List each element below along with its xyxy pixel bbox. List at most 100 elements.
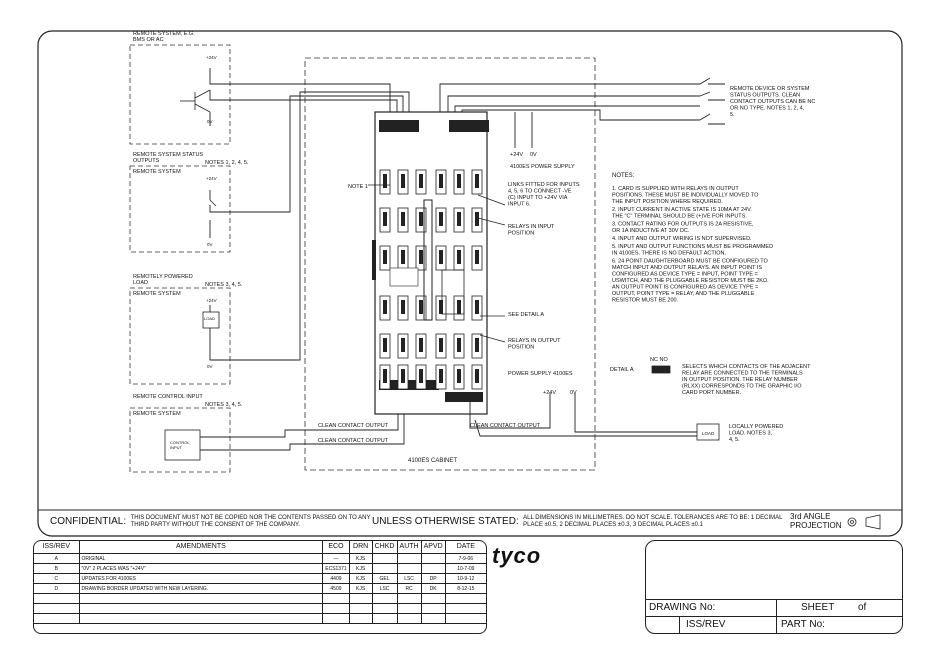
amend-cell (396, 613, 422, 624)
relay-core (383, 212, 387, 226)
leader (479, 334, 506, 343)
ps-top-v0: 0V (530, 152, 537, 158)
amend-cell (348, 613, 373, 624)
amend-header-cell: DATE (444, 541, 486, 554)
amend-cell: 10-9-12 (444, 573, 486, 584)
tb-line (646, 616, 902, 617)
voltage-label: 0V (207, 119, 213, 124)
terminal-block (445, 392, 483, 402)
amend-cell: KJS (348, 553, 373, 564)
confidential-label: CONFIDENTIAL: (50, 516, 127, 527)
switch (699, 113, 711, 121)
amend-cell: RC (396, 583, 422, 594)
amend-cell: KJS (348, 573, 373, 584)
of-label: of (858, 602, 867, 613)
amend-cell (348, 593, 373, 604)
note-item: 1. CARD IS SUPPLIED WITH RELAYS IN OUTPU… (612, 186, 759, 205)
relay-core (457, 212, 461, 226)
remote-section-notes: NOTES 1, 2, 4, 5. (205, 160, 249, 166)
side-connector (372, 240, 376, 280)
amend-cell: — (322, 553, 350, 564)
amend-cell: KJS (348, 583, 373, 594)
remote-box-1 (129, 44, 231, 145)
amend-cell: LSC (396, 573, 422, 584)
leader (477, 217, 506, 226)
clean-contact-1: CLEAN CONTACT OUTPUT (318, 423, 389, 429)
amend-cell (322, 603, 350, 614)
title-block: DRAWING No: SHEET of ISS/REV PART No: (645, 540, 903, 634)
load-box (202, 311, 220, 329)
amend-cell (420, 563, 446, 574)
relay-core (439, 174, 443, 188)
projection-circle (847, 517, 857, 527)
amend-cell (371, 613, 398, 624)
amend-header-cell: APVD (420, 541, 446, 554)
amend-cell (371, 553, 398, 564)
amend-cell (396, 593, 422, 604)
amend-header-cell: AMENDMENTS (78, 541, 324, 554)
amend-cell: KJS (348, 563, 373, 574)
switch (699, 91, 711, 97)
relay-core (419, 250, 423, 264)
amend-header-cell: CHKD (371, 541, 398, 554)
ps-top-label: 4100ES POWER SUPPLY (510, 164, 575, 170)
amend-cell (371, 593, 398, 604)
amend-cell (371, 563, 398, 574)
relay-core (419, 369, 423, 383)
amend-cell: 8-12-15 (444, 583, 486, 594)
wire (447, 95, 700, 112)
unless-label: UNLESS OTHERWISE STATED: (372, 516, 519, 527)
see-detail-label: SEE DETAIL A (508, 312, 544, 318)
wire (209, 91, 410, 361)
iss-rev-label: ISS/REV (686, 619, 726, 630)
relay-core (419, 174, 423, 188)
relay-core (475, 338, 479, 352)
relay-core (419, 212, 423, 226)
drawing-border (37, 30, 903, 537)
relay-core (457, 300, 461, 314)
confidential-block: CONFIDENTIAL: THIS DOCUMENT MUST NOT BE … (50, 515, 376, 534)
amend-cell (322, 593, 350, 604)
amend-cell (396, 563, 422, 574)
component-block (441, 269, 465, 315)
wiring (200, 68, 725, 451)
amend-cell: A (34, 553, 80, 564)
relay-core (475, 250, 479, 264)
wire (200, 414, 405, 451)
switch (699, 77, 711, 85)
wire (469, 393, 551, 429)
load-label: LOAD (702, 431, 715, 436)
relay-core (439, 250, 443, 264)
remote-box-2 (129, 165, 231, 253)
amend-cell: LSC (371, 583, 398, 594)
relay-core (475, 300, 479, 314)
amend-header-cell: DRN (348, 541, 373, 554)
ps-bot-v0: 0V (570, 390, 577, 396)
clean-contact-2: CLEAN CONTACT OUTPUT (318, 438, 389, 444)
relay-core (475, 369, 479, 383)
daughterboard-connector (423, 199, 433, 321)
sheet-label: SHEET (801, 602, 835, 613)
relay-core (401, 369, 405, 383)
relay-core (383, 250, 387, 264)
remote-section-title: REMOTE CONTROL INPUT (133, 394, 203, 400)
io-board (372, 111, 489, 415)
voltage-label: +24V (206, 176, 217, 181)
voltage-label: +24V (206, 55, 217, 60)
amend-cell: 4509 (322, 583, 350, 594)
amend-cell (78, 593, 324, 604)
ps-bot-v24: +24V (543, 390, 556, 396)
amend-cell (34, 603, 80, 614)
note-item: 5. INPUT AND OUTPUT FUNCTIONS MUST BE PR… (612, 244, 773, 257)
drawing-no-label: DRAWING No: (649, 602, 716, 613)
amend-cell: DRAWING BORDER UPDATED WITH NEW LAYERING… (78, 583, 324, 594)
